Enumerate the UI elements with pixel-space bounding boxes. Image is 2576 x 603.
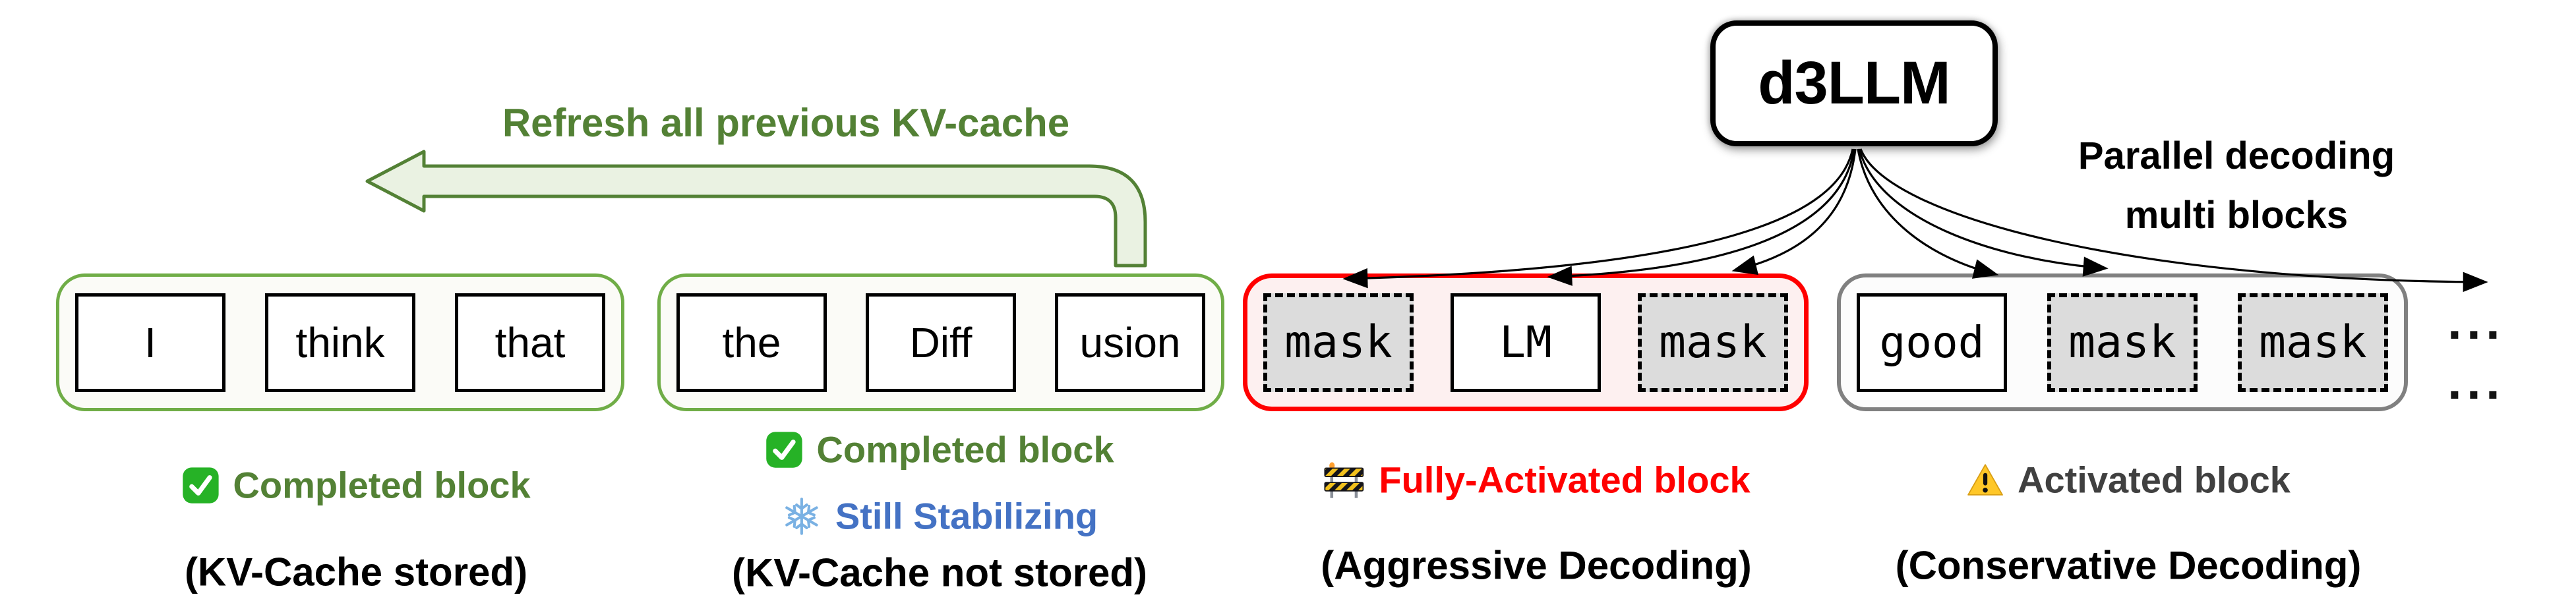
caption-kv-cache-not-stored: (KV-Cache not stored) <box>731 550 1148 595</box>
legend-activated: Activated block <box>1966 459 2291 502</box>
check-icon <box>183 467 219 503</box>
fanout-arrow-1 <box>1342 148 1854 289</box>
parallel-decoding-note: Parallel decoding multi blocks <box>2078 127 2395 245</box>
mask-token: mask <box>2047 293 2198 392</box>
mask-token: mask <box>2238 293 2388 392</box>
snowflake-icon <box>781 497 822 536</box>
model-box-label: d3LLM <box>1758 49 1950 117</box>
token-box: I <box>75 293 225 392</box>
legend-fully-activated-label: Fully-Activated block <box>1379 459 1751 501</box>
legend-completed-stored: Completed block <box>181 464 531 507</box>
block-fully-activated: mask LM mask <box>1243 273 1809 411</box>
token-box: that <box>455 293 605 392</box>
caption-conservative-decoding: (Conservative Decoding) <box>1895 543 2362 588</box>
refresh-arrow-label: Refresh all previous KV-cache <box>502 101 1070 145</box>
caption-kv-cache-stored: (KV-Cache stored) <box>184 550 528 594</box>
token-box: think <box>265 293 415 392</box>
token-box: the <box>676 293 827 392</box>
fanout-arrow-4 <box>1857 148 1999 279</box>
legend-completed-not-stored-label: Completed block <box>816 428 1114 471</box>
token-box: Diff <box>866 293 1016 392</box>
fanout-arrow-2 <box>1547 148 1855 286</box>
block-completed-still-stabilizing: the Diff usion <box>657 273 1224 411</box>
legend-completed-stored-label: Completed block <box>233 464 531 506</box>
legend-still-stabilizing: Still Stabilizing <box>781 495 1098 538</box>
fanout-arrow-3 <box>1731 148 1857 275</box>
token-box: usion <box>1055 293 1205 392</box>
parallel-decoding-line2: multi blocks <box>2124 193 2349 237</box>
legend-completed-not-stored: Completed block <box>765 428 1114 471</box>
block-activated: good mask mask <box>1837 273 2408 411</box>
warning-icon <box>1967 463 2003 496</box>
check-icon <box>766 431 802 468</box>
legend-fully-activated: Fully-Activated block <box>1322 459 1751 502</box>
model-box: d3LLM <box>1710 20 1998 146</box>
parallel-decoding-line1: Parallel decoding <box>2078 134 2395 177</box>
legend-still-stabilizing-label: Still Stabilizing <box>835 495 1098 537</box>
continuation-dots: ··· ··· <box>2447 305 2505 423</box>
caption-aggressive-decoding: (Aggressive Decoding) <box>1321 543 1752 588</box>
refresh-kv-cache-arrow <box>365 150 1147 268</box>
legend-activated-label: Activated block <box>2018 459 2291 501</box>
token-box: good <box>1857 293 2007 392</box>
mask-token: mask <box>1638 293 1788 392</box>
token-box: LM <box>1451 293 1601 392</box>
fanout-arrow-5 <box>1858 148 2109 277</box>
mask-token: mask <box>1263 293 1414 392</box>
barricade-icon <box>1324 461 1364 498</box>
